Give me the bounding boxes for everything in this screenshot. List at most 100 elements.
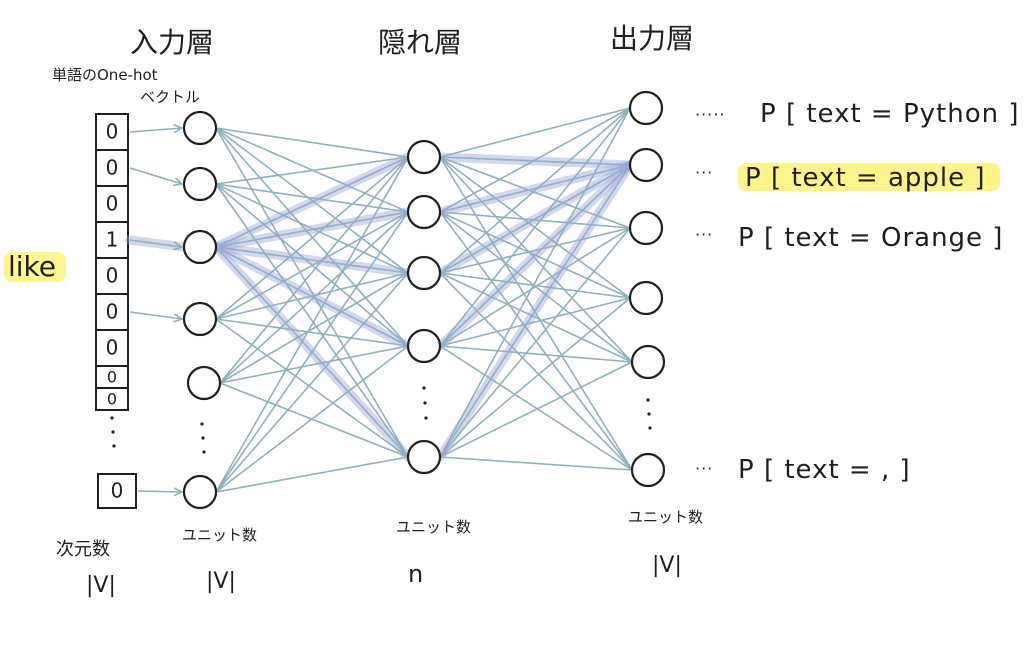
- activation-path-segment: [211, 207, 413, 252]
- input-arrow-head: [173, 123, 184, 134]
- network-edge: [439, 107, 631, 458]
- layer-ellipsis-dot: [202, 450, 206, 454]
- network-edge: [439, 272, 633, 363]
- network-edge: [219, 211, 409, 384]
- network-edge: [439, 164, 631, 274]
- input-node: [182, 301, 218, 337]
- output-units-value: |V|: [652, 553, 682, 578]
- output-layer-title: 出力層: [610, 22, 694, 55]
- network-edge: [439, 156, 633, 471]
- vector-value: 1: [106, 228, 119, 252]
- vector-value: 0: [107, 390, 117, 409]
- network-edge: [439, 107, 631, 158]
- vector-ellipsis-dot: [110, 416, 114, 420]
- network-edge: [215, 127, 409, 274]
- layer-ellipsis-dot: [648, 426, 652, 430]
- network-edge: [439, 227, 631, 274]
- layer-ellipsis-dot: [422, 386, 426, 390]
- network-edge: [439, 156, 633, 363]
- network-edge: [439, 345, 633, 471]
- network-edge: [439, 164, 631, 347]
- output-prefix-4: ···: [695, 459, 713, 478]
- network-edge: [439, 361, 633, 458]
- activation-path-segment: [211, 242, 413, 278]
- layer-ellipsis-dot: [200, 422, 204, 426]
- network-edge: [215, 127, 409, 158]
- one-hot-label-line1: 単語のOne-hot: [52, 66, 158, 84]
- vector-value: 0: [106, 120, 119, 144]
- input-node: [186, 365, 222, 401]
- input-arrow: [129, 311, 183, 320]
- network-edge: [215, 318, 409, 458]
- input-node: [182, 229, 218, 265]
- hidden-node: [406, 328, 442, 364]
- input-node: [182, 110, 218, 146]
- hidden-node: [406, 439, 442, 475]
- output-prefix-1: ·····: [695, 105, 725, 124]
- network-edge: [215, 246, 409, 274]
- vector-ellipsis-dot: [112, 444, 116, 448]
- vector-cell-last: [97, 473, 137, 509]
- hidden-node: [406, 139, 442, 175]
- network-edge: [215, 156, 409, 185]
- output-units-label: ユニット数: [628, 508, 703, 526]
- network-edge: [439, 164, 631, 458]
- vector-value: 0: [106, 192, 119, 216]
- network-edge: [219, 345, 409, 384]
- network-edge: [215, 272, 409, 493]
- input-node: [182, 166, 218, 202]
- activation-path-segment: [211, 242, 413, 462]
- dims-label: 次元数: [56, 539, 110, 560]
- output-prefix-3: ···: [695, 225, 713, 244]
- vector-value: 0: [106, 156, 119, 180]
- output-node: [628, 280, 664, 316]
- input-units-label: ユニット数: [182, 526, 257, 544]
- network-edge: [439, 272, 631, 299]
- network-edge: [219, 382, 409, 458]
- hidden-units-value: n: [408, 560, 423, 588]
- input-layer-title: 入力層: [130, 26, 214, 59]
- layer-ellipsis-dot: [647, 412, 651, 416]
- input-arrows: [129, 123, 184, 497]
- input-arrow-head: [172, 177, 184, 187]
- layer-ellipsis: [200, 386, 652, 454]
- input-arrow: [137, 490, 183, 493]
- hidden-node: [406, 255, 442, 291]
- layer-ellipsis-dot: [424, 416, 428, 420]
- hidden-layer-title: 隠れ層: [378, 26, 462, 59]
- output-formula-comma: P [ text = , ]: [738, 455, 911, 485]
- network-edge: [439, 107, 631, 347]
- output-node: [630, 452, 666, 488]
- vector-value-last: 0: [111, 479, 124, 503]
- network-edge: [439, 297, 631, 458]
- activation-path: [125, 152, 635, 462]
- network-edge: [439, 156, 631, 166]
- input-arrow-head: [173, 313, 184, 323]
- input-arrow-head: [173, 487, 184, 497]
- activation-path-segment: [211, 242, 413, 351]
- layer-ellipsis-dot: [646, 398, 650, 402]
- vector-cell: [95, 387, 129, 411]
- input-arrow-head: [173, 241, 184, 251]
- network-edge: [215, 183, 409, 213]
- output-formula-python: P [ text = Python ]: [760, 99, 1020, 129]
- vector-value: 0: [106, 336, 119, 360]
- network-edge: [215, 318, 409, 347]
- network-edge: [439, 227, 631, 347]
- network-edge: [215, 211, 409, 320]
- activation-path-segment: [435, 160, 635, 217]
- network-nodes: [182, 90, 666, 510]
- activation-path-segment: [435, 152, 635, 170]
- hidden-node: [406, 194, 442, 230]
- layer-ellipsis-dot: [423, 401, 427, 405]
- network-edge: [439, 227, 631, 458]
- vector-cell: [95, 293, 129, 331]
- output-formula-orange: P [ text = Orange ]: [738, 223, 1003, 253]
- activation-path-segment: [435, 160, 635, 351]
- network-edge: [215, 156, 409, 320]
- network-edge: [215, 156, 409, 493]
- network-edges: [215, 107, 633, 493]
- network-edge: [439, 164, 631, 213]
- layer-ellipsis-dot: [201, 436, 205, 440]
- network-edge: [439, 156, 631, 229]
